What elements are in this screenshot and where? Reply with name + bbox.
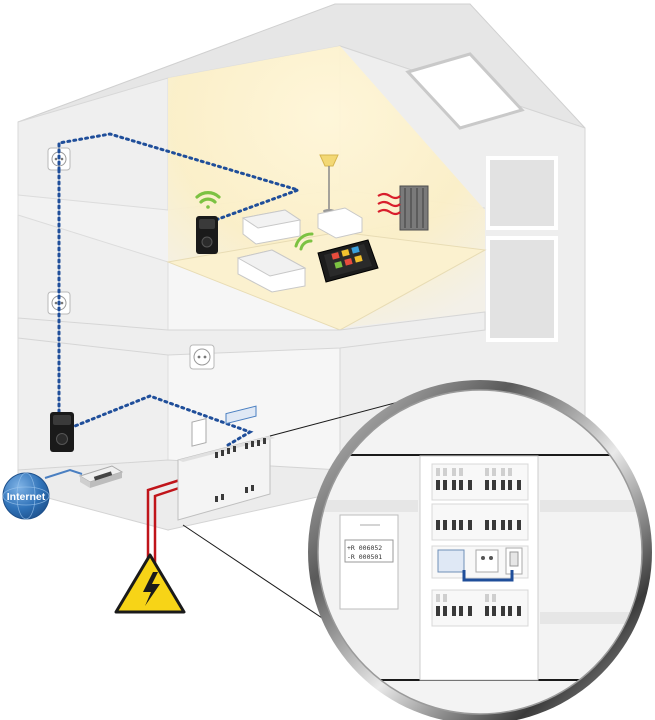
- globe-icon: Internet: [2, 472, 50, 520]
- powerline-module-row: [431, 545, 529, 582]
- router-icon: [78, 465, 124, 488]
- heat-waves-icon: [377, 192, 401, 216]
- internet-link: [44, 468, 83, 479]
- high-voltage-warning-icon: [114, 553, 186, 614]
- wifi-signal-icon: [195, 191, 221, 209]
- meter-reading-1: +R 006052: [347, 544, 382, 552]
- magnifier-lens: +R 006052 -R 000501: [308, 380, 652, 720]
- breaker-row-bottom: [431, 589, 529, 627]
- powerline-adapter-lower: [50, 412, 74, 452]
- window-upper: [486, 156, 558, 230]
- breaker-row-top: [431, 463, 529, 501]
- sofa-front: [236, 249, 307, 293]
- mains-power-cable: [146, 478, 186, 575]
- floor-lamp-icon: [319, 154, 339, 213]
- internet-label: Internet: [7, 491, 46, 503]
- powerline-adapter-upper: [196, 216, 218, 254]
- breaker-row-second: [431, 503, 529, 541]
- sofa-back: [241, 209, 302, 245]
- wifi-signal-icon-tablet: [294, 232, 314, 251]
- meter-reading-2: -R 000501: [347, 553, 382, 561]
- electricity-meter: +R 006052 -R 000501: [339, 514, 399, 610]
- distribution-board: [177, 405, 275, 521]
- tablet-icon: [317, 239, 379, 283]
- middle-floor-slab: [17, 311, 486, 356]
- radiator-icon: [399, 185, 429, 231]
- window-middle: [486, 236, 558, 342]
- skylight: [405, 52, 525, 130]
- powerline-data-path: [57, 132, 303, 447]
- armchair: [317, 207, 363, 239]
- powerline-module-cable: [462, 570, 514, 582]
- wall-socket-ground: [189, 344, 215, 370]
